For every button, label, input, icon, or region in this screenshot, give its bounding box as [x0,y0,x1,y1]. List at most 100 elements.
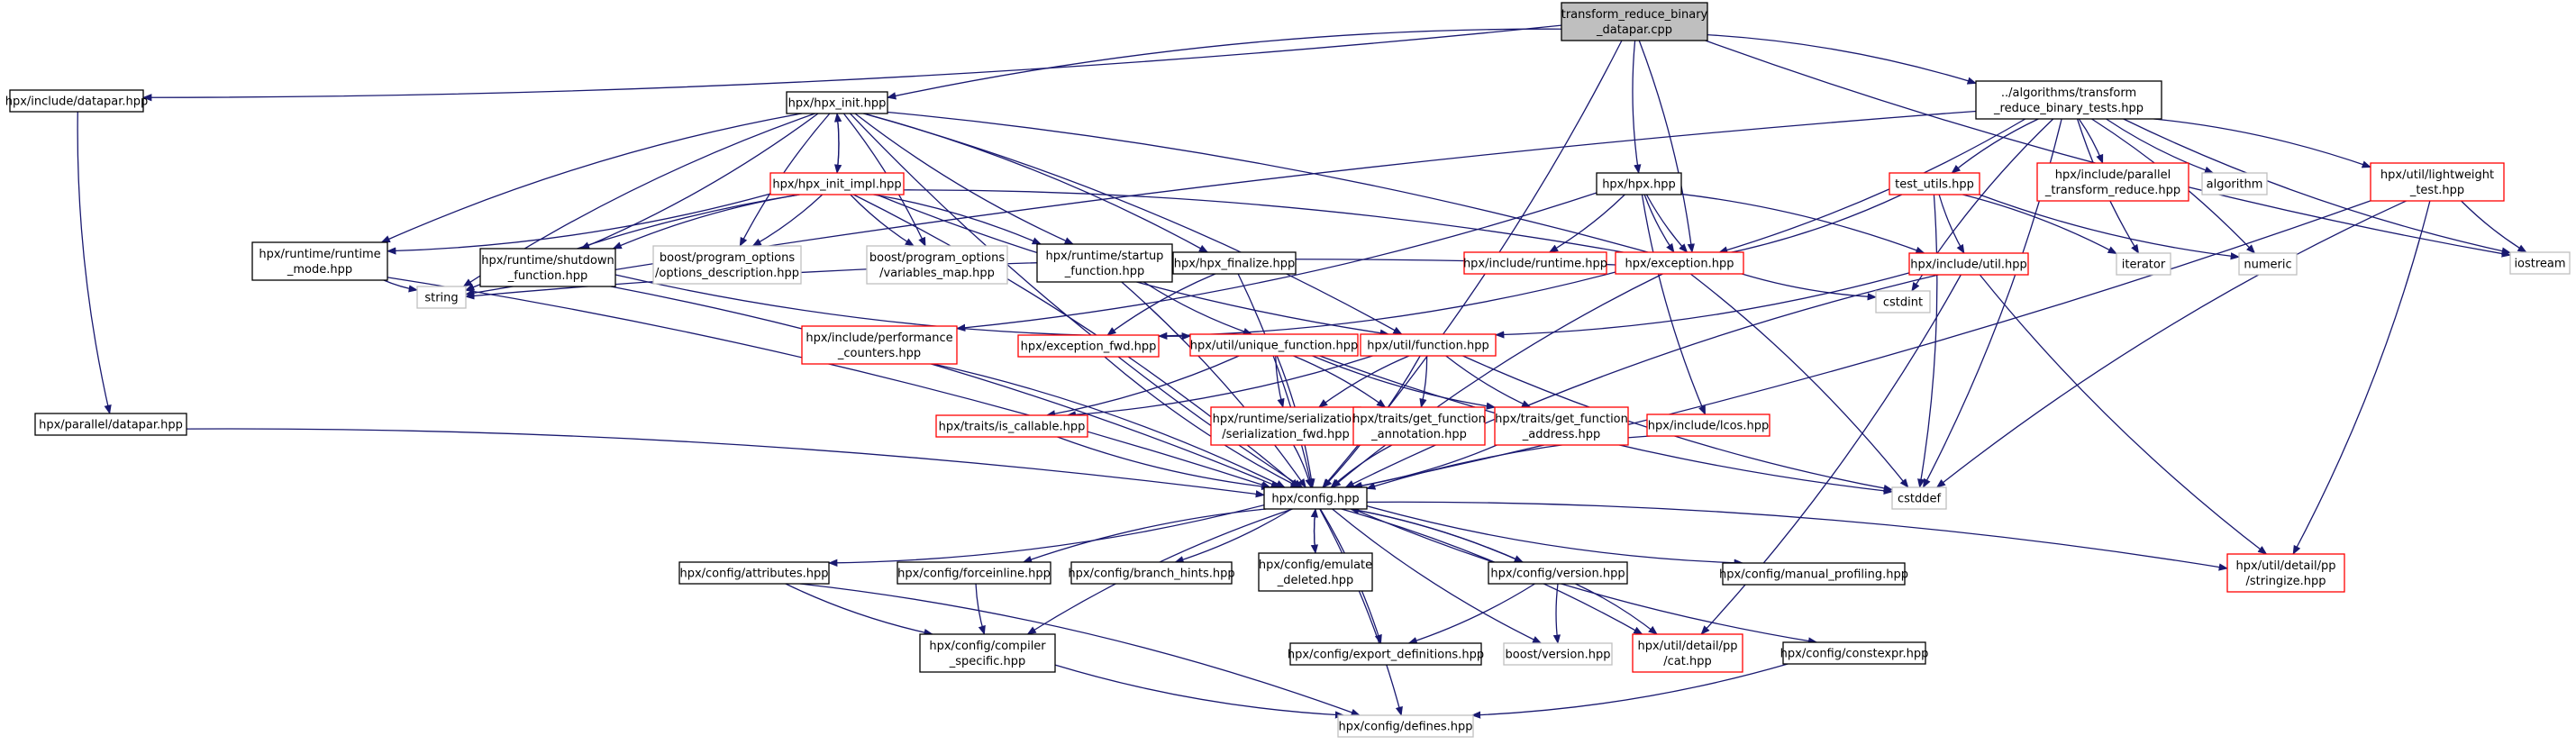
edge-tests-to-vector [1718,118,2026,254]
edge-hpx_init_impl-to-options_desc [751,194,824,247]
node-version[interactable]: hpx/config/version.hpp [1488,561,1628,585]
node-cat[interactable]: hpx/util/detail/pp/cat.hpp [1632,633,1743,673]
node-lightweight[interactable]: hpx/util/lightweight_test.hpp [2370,162,2505,202]
edge-hpx_finalize-to-exception_fwd [1106,273,1216,336]
node-exception[interactable]: hpx/exception.hpp [1615,251,1744,275]
node-tests[interactable]: ../algorithms/transform_reduce_binary_te… [1975,80,2162,120]
edge-config-to-stringize [1366,501,2229,571]
node-include_runtime[interactable]: hpx/include/runtime.hpp [1463,251,1607,275]
node-box-include_util [1908,252,2029,276]
node-parallel_datapar[interactable]: hpx/parallel/datapar.hpp [34,413,187,436]
node-label-perf_counters-line-0: hpx/include/performance [806,332,952,345]
node-box-attributes [678,561,830,585]
node-numeric[interactable]: numeric [2238,252,2298,276]
edge-test_utils-to-iterator [1962,194,2117,255]
node-label-shutdown-line-0: hpx/runtime/shutdown [481,254,614,268]
edge-include_util-to-stringize [1979,274,2268,555]
edge-startup-to-unique_function [1143,281,1253,335]
node-branch_hints[interactable]: hpx/config/branch_hints.hpp [1068,561,1235,585]
node-perf_counters[interactable]: hpx/include/performance_counters.hpp [801,325,958,365]
node-test_utils[interactable]: test_utils.hpp [1889,172,1980,195]
edge-hpx_hpp-to-perf_counters [955,192,1597,332]
node-label-is_callable-line-0: hpx/traits/is_callable.hpp [939,421,1086,434]
edge-hpx_init-to-vector [887,111,1672,260]
node-label-cstddef-line-0: cstddef [1898,493,1942,506]
node-box-forceinline [897,561,1051,585]
node-forceinline[interactable]: hpx/config/forceinline.hpp [897,561,1051,585]
edge-shutdown-to-config [610,286,1281,488]
node-config[interactable]: hpx/config.hpp [1263,486,1368,510]
edge-lightweight-to-stringize [2292,200,2431,555]
node-root[interactable]: transform_reduce_binary_datapar.cpp [1561,2,1708,41]
node-box-export_definitions [1289,642,1482,666]
node-compiler_specific[interactable]: hpx/config/compiler_specific.hpp [919,633,1056,673]
node-hpx_init_impl[interactable]: hpx/hpx_init_impl.hpp [769,172,905,195]
node-label-include_util-line-0: hpx/include/util.hpp [1910,259,2026,272]
node-algorithm[interactable]: algorithm [2201,172,2268,195]
node-manual_profiling[interactable]: hpx/config/manual_profiling.hpp [1719,562,1908,586]
node-unique_function[interactable]: hpx/util/unique_function.hpp [1189,333,1359,357]
node-hpx_init[interactable]: hpx/hpx_init.hpp [786,91,888,114]
node-box-exception [1615,251,1744,275]
node-include_util[interactable]: hpx/include/util.hpp [1908,252,2029,276]
node-label-root-line-0: transform_reduce_binary [1561,8,1708,22]
node-label-get_fn_address-line-0: hpx/traits/get_function [1495,413,1628,426]
node-attributes[interactable]: hpx/config/attributes.hpp [678,561,830,585]
node-get_fn_address[interactable]: hpx/traits/get_function _address.hpp [1494,406,1629,446]
edge-include_util-to-config [1344,274,1939,488]
node-cstddef[interactable]: cstddef [1891,486,1947,510]
node-datapar[interactable]: hpx/include/datapar.hpp [5,89,149,113]
node-hpx_finalize[interactable]: hpx/hpx_finalize.hpp [1172,251,1297,275]
node-constexpr[interactable]: hpx/config/constexpr.hpp [1780,641,1929,665]
node-label-config-line-0: hpx/config.hpp [1271,493,1359,506]
node-label-cat-line-1: /cat.hpp [1663,655,1711,668]
node-label-stringize-line-1: /stringize.hpp [2245,575,2326,588]
edge-hpx_init-to-shutdown [579,113,819,250]
node-boost_version[interactable]: boost/version.hpp [1503,642,1613,666]
node-string[interactable]: string [416,286,467,309]
node-label-get_fn_annotation-line-0: hpx/traits/get_function [1352,413,1486,426]
node-label-lcos-line-0: hpx/include/lcos.hpp [1648,420,1769,433]
node-hpx_hpp[interactable]: hpx/hpx.hpp [1596,172,1682,195]
node-iostream[interactable]: iostream [2509,251,2571,275]
node-emulate_deleted[interactable]: hpx/config/emulate_deleted.hpp [1258,552,1373,592]
node-shutdown[interactable]: hpx/runtime/shutdown_function.hpp [479,248,616,287]
node-label-shutdown-line-1: _function.hpp [507,269,587,283]
node-label-variables_map-line-1: /variables_map.hpp [879,267,995,280]
node-options_desc[interactable]: boost/program_options/options_descriptio… [652,245,802,285]
node-box-algorithm [2201,172,2268,195]
node-parallel_tr[interactable]: hpx/include/parallel_transform_reduce.hp… [2036,162,2189,202]
node-label-datapar-line-0: hpx/include/datapar.hpp [5,95,149,109]
node-defines[interactable]: hpx/config/defines.hpp [1337,714,1474,738]
node-stringize[interactable]: hpx/util/detail/pp/stringize.hpp [2226,553,2345,593]
node-get_fn_annotation[interactable]: hpx/traits/get_function_annotation.hpp [1352,406,1486,446]
node-is_callable[interactable]: hpx/traits/is_callable.hpp [935,414,1088,438]
edge-util_function-to-get_fn_annotation [1419,355,1428,409]
edge-unique_function-to-is_callable [1045,355,1240,418]
edge-hpx_hpp-to-lcos [1641,194,1707,415]
node-util_function[interactable]: hpx/util/function.hpp [1360,333,1497,357]
node-lcos[interactable]: hpx/include/lcos.hpp [1646,413,1770,437]
edge-hpx_init_impl-to-vector [903,189,1672,263]
node-export_definitions[interactable]: hpx/config/export_definitions.hpp [1288,642,1484,666]
node-exception_fwd[interactable]: hpx/exception_fwd.hpp [1017,334,1160,358]
edge-util_function-to-serialization_fwd [1318,355,1410,408]
node-label-emulate_deleted-line-1: _deleted.hpp [1277,574,1354,587]
node-variables_map[interactable]: boost/program_options/variables_map.hpp [866,245,1008,285]
node-label-parallel_tr-line-1: _transform_reduce.hpp [2044,184,2180,197]
node-label-parallel_datapar-line-0: hpx/parallel/datapar.hpp [39,419,183,432]
edge-version-to-export_definitions [1407,583,1535,644]
node-box-util_function [1360,333,1497,357]
node-iterator[interactable]: iterator [2116,252,2171,276]
node-box-hpx_init_impl [769,172,905,195]
node-label-exception-line-0: hpx/exception.hpp [1625,258,1734,271]
edge-version-to-cat [1575,583,1658,635]
node-runtime_mode[interactable]: hpx/runtime/runtime_mode.hpp [251,241,388,281]
node-cstdint[interactable]: cstdint [1875,290,1931,313]
node-startup[interactable]: hpx/runtime/startup_function.hpp [1036,243,1173,283]
node-label-get_fn_address-line-1: _address.hpp [1522,428,1600,441]
edge-tests-to-lightweight [2153,118,2371,168]
edge-root-to-datapar [141,24,1562,102]
node-serialization_fwd[interactable]: hpx/runtime/serialization/serialization_… [1210,406,1361,446]
node-label-options_desc-line-0: boost/program_options [660,251,796,265]
